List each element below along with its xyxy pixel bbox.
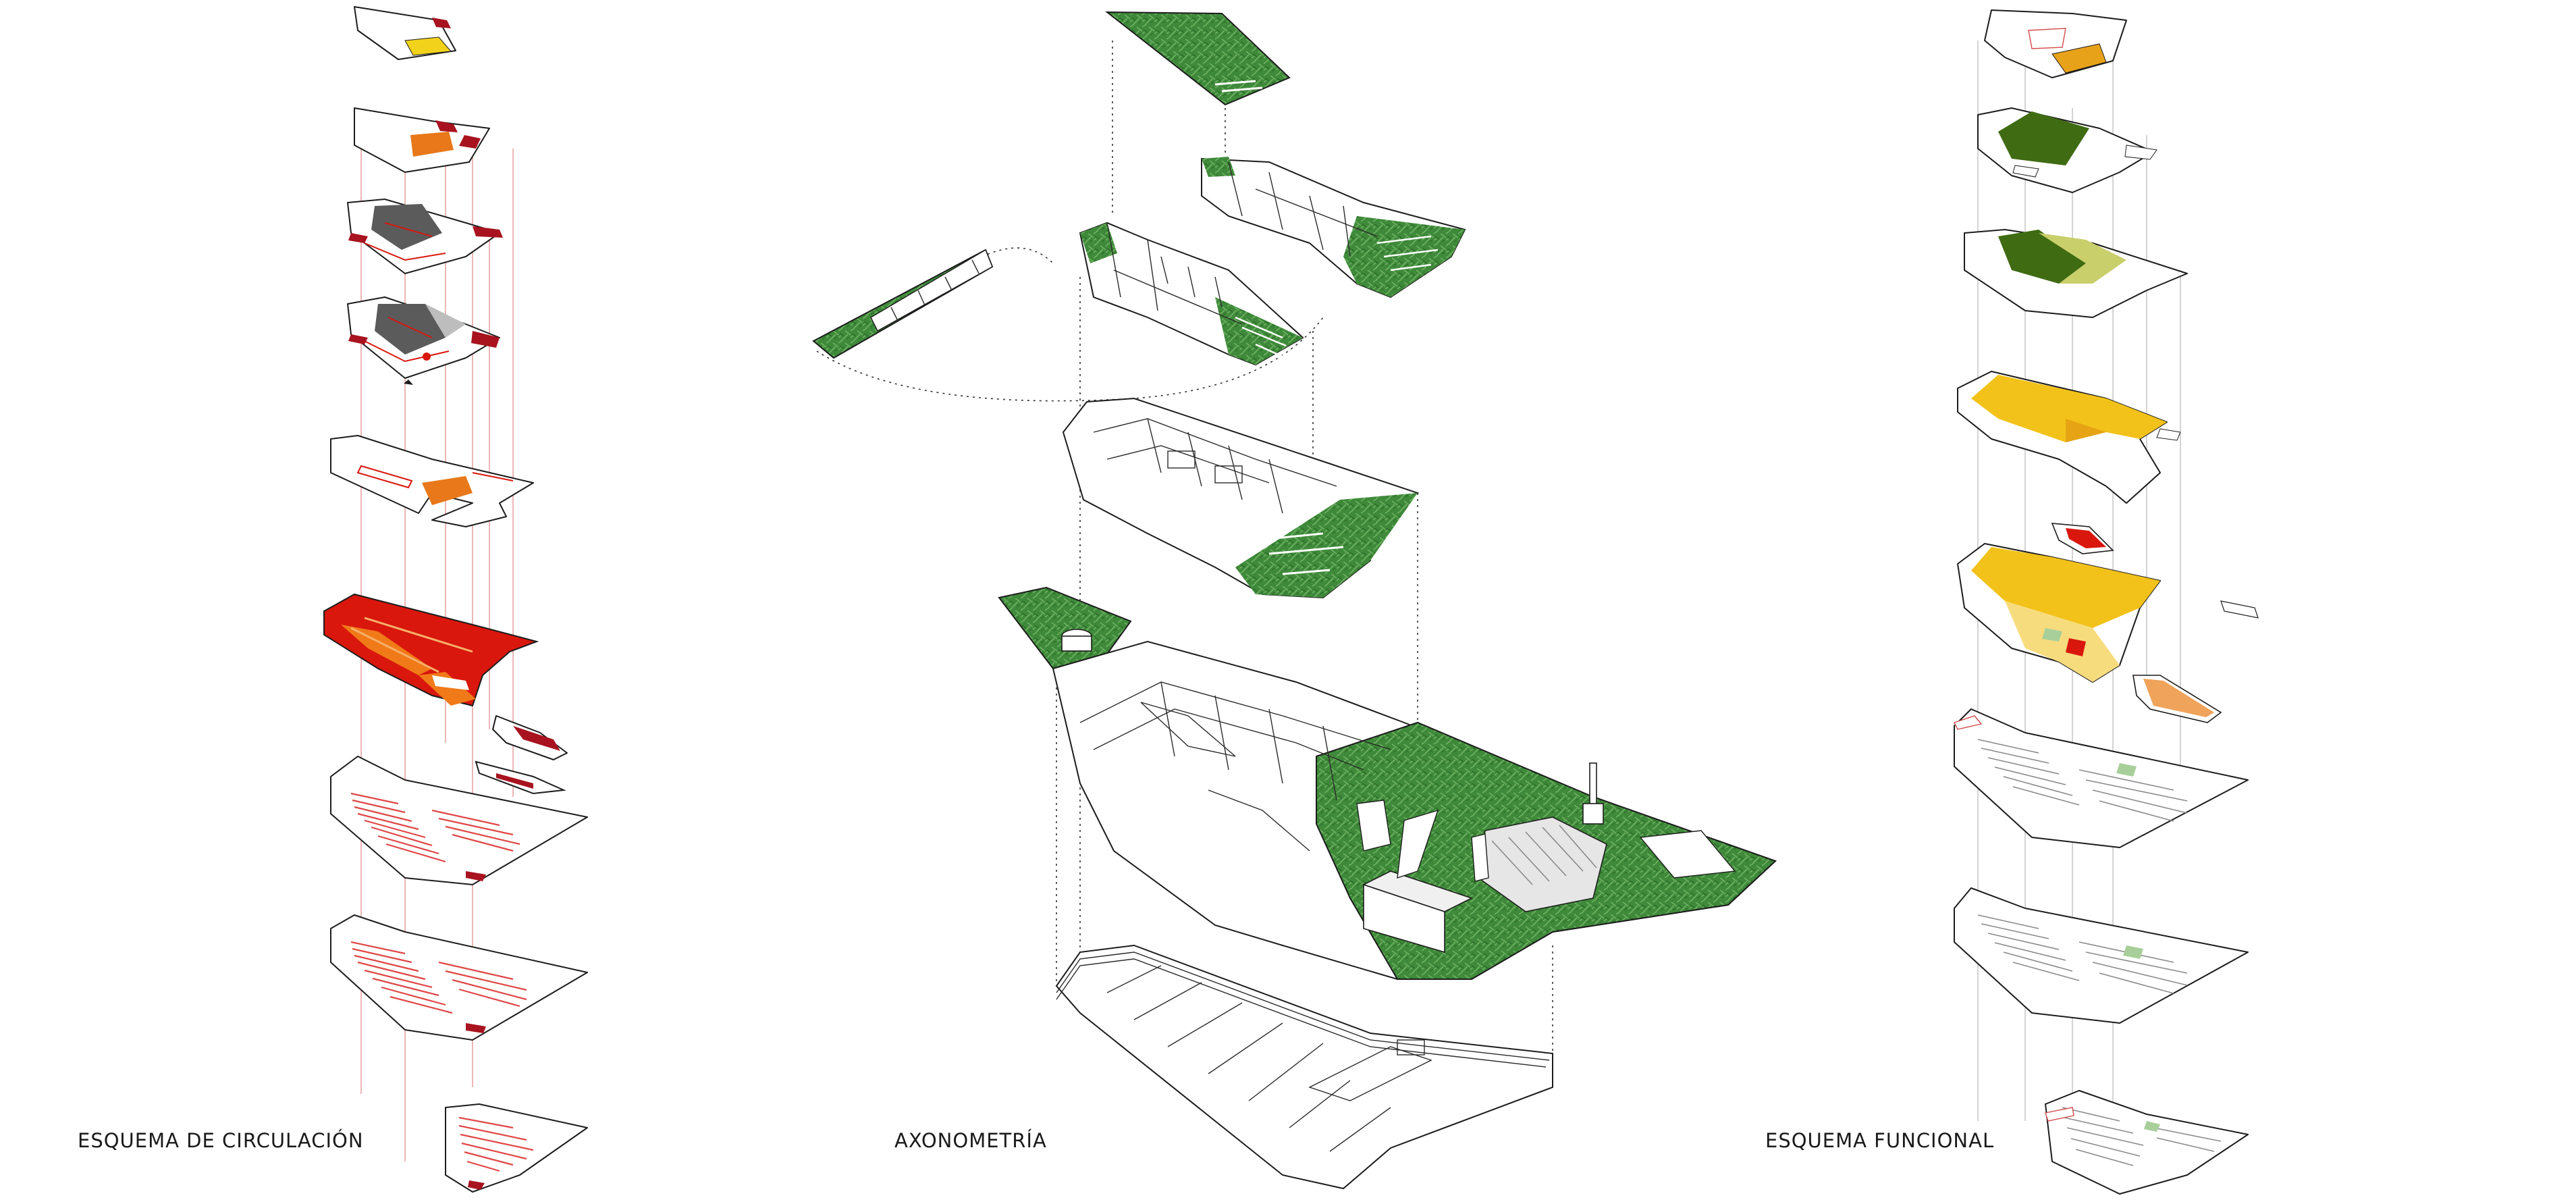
axon-roof-garden [1105, 11, 1291, 106]
functional-parking-level-c [2045, 1090, 2249, 1195]
functional-parking-level-a [1954, 708, 2249, 848]
axonometry-stack [812, 11, 1777, 1190]
axon-basement-parking [1055, 944, 1553, 1190]
circulation-level-5 [330, 435, 534, 527]
axon-ground-level-site [998, 586, 1777, 980]
circulation-level-3 [347, 199, 503, 274]
circulation-level-9 [445, 1103, 588, 1193]
circulation-level-2 [354, 107, 490, 173]
circulation-level-6 [323, 593, 568, 795]
dotted-projection-lines [816, 41, 1553, 1053]
factory-sheds [1356, 762, 1607, 954]
circulation-level-8 [330, 914, 588, 1041]
functional-level-5 [1957, 523, 2259, 683]
functional-level-3 [1964, 229, 2188, 318]
caption-functional-scheme: ESQUEMA FUNCIONAL [1765, 1129, 1995, 1152]
functional-level-2 [1977, 107, 2157, 193]
functional-level-6 [2132, 675, 2222, 723]
caption-circulation-scheme: ESQUEMA DE CIRCULACIÓN [78, 1129, 364, 1152]
circulation-level-1 [354, 6, 456, 60]
circulation-level-7 [330, 756, 588, 885]
functional-level-4 [1957, 371, 2181, 504]
axon-upper-levels [812, 157, 1466, 366]
functional-parking-level-b [1954, 887, 2249, 1024]
caption-axonometry: AXONOMETRÍA [894, 1129, 1047, 1152]
circulation-scheme-stack [323, 6, 588, 1193]
functional-level-1 [1984, 9, 2127, 78]
circulation-level-4 [347, 296, 500, 385]
axon-middle-level [1062, 397, 1420, 599]
functional-scheme-stack [1954, 9, 2259, 1195]
